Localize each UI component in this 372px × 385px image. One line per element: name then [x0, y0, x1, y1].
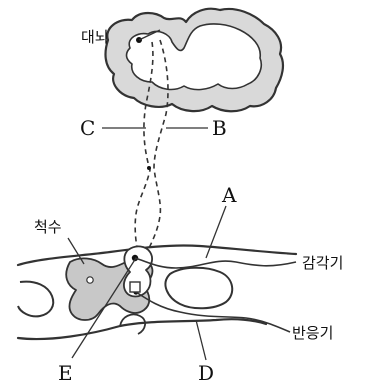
label-a-leader — [206, 206, 226, 258]
sense-organ-label: 감각기 — [302, 254, 343, 272]
sensory-nerve-a — [135, 258, 296, 268]
spinal-cord — [18, 245, 296, 339]
spinal-cord-left-notch — [18, 282, 53, 317]
effector-label: 반응기 — [292, 324, 333, 342]
synapse-box — [130, 282, 140, 292]
label-d: D — [198, 361, 214, 385]
label-a: A — [221, 183, 237, 207]
label-d-leader — [196, 320, 206, 360]
brain — [106, 9, 283, 112]
spinal-cord-upper-edge — [18, 245, 296, 265]
spinal-cord-label: 척수 — [34, 218, 62, 236]
brain-label: 대뇌 — [81, 28, 109, 46]
label-e: E — [58, 361, 73, 385]
white-matter-lobe — [165, 268, 232, 309]
label-c: C — [80, 116, 95, 140]
spinal-cord-lower-edge — [18, 319, 266, 339]
label-b: B — [212, 116, 227, 140]
tract-junction-dot — [147, 166, 151, 170]
central-canal — [87, 277, 93, 283]
brain-inner-outline — [127, 24, 262, 90]
